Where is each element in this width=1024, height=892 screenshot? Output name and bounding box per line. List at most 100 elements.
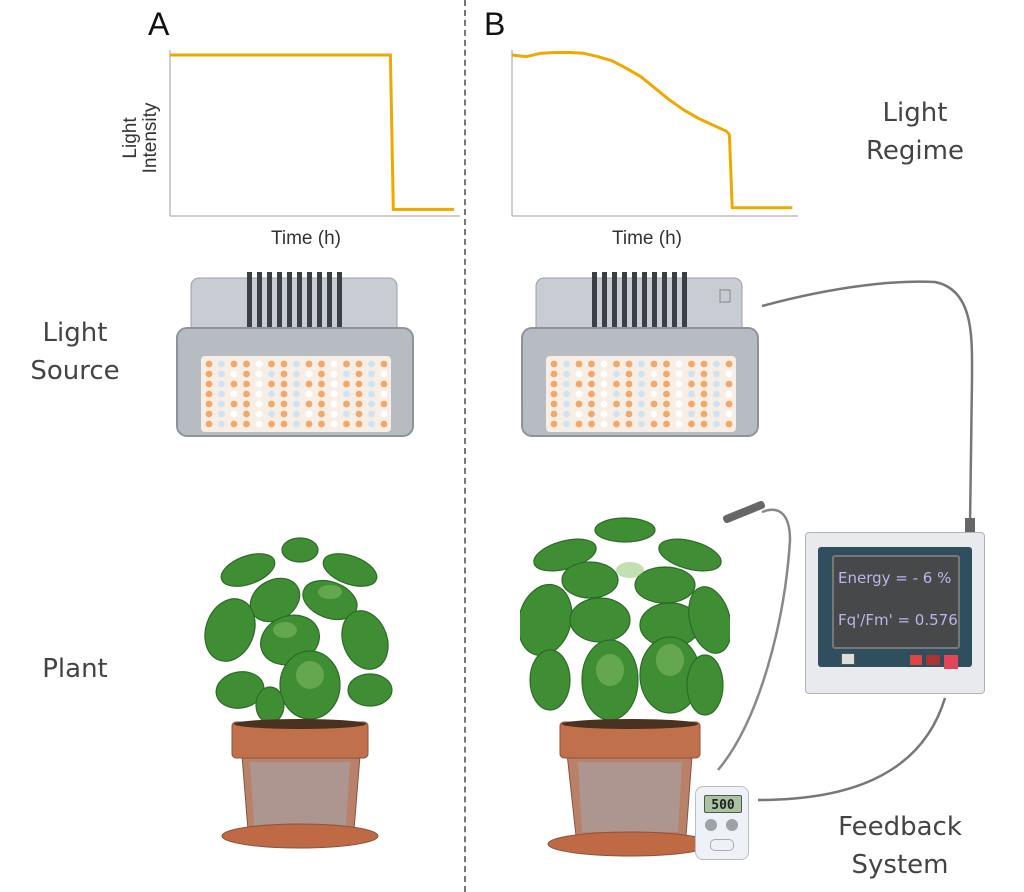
- led-dot: [243, 390, 250, 398]
- led-dot: [230, 360, 238, 368]
- led-dot: [268, 420, 275, 428]
- led-dot: [243, 380, 250, 388]
- led-dot: [205, 400, 213, 408]
- led-dot: [343, 420, 350, 428]
- led-dot: [588, 380, 595, 388]
- led-dot: [368, 380, 375, 388]
- led-dot: [563, 420, 570, 428]
- label-line: Regime: [866, 136, 964, 166]
- led-dot: [575, 410, 583, 418]
- led-dot: [230, 390, 238, 398]
- led-dot: [318, 420, 325, 428]
- led-dot: [725, 410, 733, 418]
- series-line-dynamic-feedback-light-regime: [511, 51, 793, 210]
- meter-button-right: [726, 819, 738, 831]
- led-dot: [318, 360, 325, 368]
- led-dot: [355, 420, 363, 428]
- panel-letter-b: B: [484, 6, 506, 42]
- led-dot: [280, 390, 288, 398]
- led-dot: [638, 390, 645, 398]
- led-dot: [638, 400, 645, 408]
- led-dot: [550, 410, 558, 418]
- led-dot: [368, 370, 375, 378]
- led-dot: [675, 420, 683, 428]
- led-dot: [575, 370, 583, 378]
- panel-letter-a: A: [148, 6, 170, 42]
- led-dot: [318, 390, 325, 398]
- led-dot: [330, 410, 338, 418]
- led-dot: [613, 410, 620, 418]
- potted-plant-icon: [204, 537, 393, 849]
- label-line: Light: [42, 318, 108, 348]
- led-dot: [230, 400, 238, 408]
- cable-meter-to-controller: [757, 697, 947, 802]
- led-dot: [663, 390, 670, 398]
- cable-lamp-to-controller: [761, 280, 974, 526]
- meter-display: 500: [704, 795, 742, 813]
- led-dot: [293, 410, 300, 418]
- led-dot: [330, 370, 338, 378]
- led-dot: [588, 410, 595, 418]
- label-feedback-system: Feedback System: [810, 808, 990, 884]
- led-dot: [218, 360, 225, 368]
- led-dot: [688, 360, 695, 368]
- led-dot: [330, 380, 338, 388]
- led-dot: [330, 400, 338, 408]
- led-dot: [268, 370, 275, 378]
- led-dot: [255, 420, 263, 428]
- led-dot: [613, 420, 620, 428]
- led-dot: [268, 400, 275, 408]
- led-dot: [725, 390, 733, 398]
- led-dot: [700, 400, 708, 408]
- led-dot: [268, 390, 275, 398]
- led-dot: [663, 400, 670, 408]
- led-dot: [355, 380, 363, 388]
- fluorescence-meter: 500: [695, 786, 749, 860]
- led-dot: [725, 360, 733, 368]
- led-dot: [638, 360, 645, 368]
- led-dot: [588, 420, 595, 428]
- led-dot: [663, 420, 670, 428]
- led-dot: [218, 420, 225, 428]
- label-line: Source: [30, 356, 120, 386]
- led-dot: [638, 380, 645, 388]
- led-dot: [305, 360, 313, 368]
- led-dot: [713, 360, 720, 368]
- led-dot: [205, 410, 213, 418]
- led-dot: [330, 360, 338, 368]
- led-dot: [700, 390, 708, 398]
- led-dot: [700, 370, 708, 378]
- led-dot: [675, 380, 683, 388]
- led-dot: [688, 420, 695, 428]
- led-dot: [650, 390, 658, 398]
- led-dot: [650, 370, 658, 378]
- led-dot: [625, 390, 633, 398]
- led-dot: [563, 410, 570, 418]
- led-dot: [650, 400, 658, 408]
- led-dot: [280, 420, 288, 428]
- led-dot: [230, 420, 238, 428]
- cable-connector: [965, 518, 975, 532]
- led-dot: [563, 400, 570, 408]
- label-light-source: Light Source: [10, 314, 140, 390]
- led-dot: [305, 390, 313, 398]
- led-dot: [330, 420, 338, 428]
- led-dot: [368, 410, 375, 418]
- label-line: Light: [882, 98, 948, 128]
- led-dot: [355, 360, 363, 368]
- led-dot: [700, 410, 708, 418]
- x-axis-title: Time (h): [612, 228, 682, 249]
- led-dot: [563, 390, 570, 398]
- led-dot: [318, 410, 325, 418]
- led-dot: [293, 420, 300, 428]
- led-dot: [688, 400, 695, 408]
- led-dot: [355, 400, 363, 408]
- basil-plant-a: [200, 530, 400, 870]
- led-dot: [218, 370, 225, 378]
- led-dot: [688, 390, 695, 398]
- led-dot: [625, 410, 633, 418]
- led-dot: [318, 400, 325, 408]
- led-dot: [205, 390, 213, 398]
- led-dot: [343, 360, 350, 368]
- label-light-regime: Light Regime: [840, 94, 990, 170]
